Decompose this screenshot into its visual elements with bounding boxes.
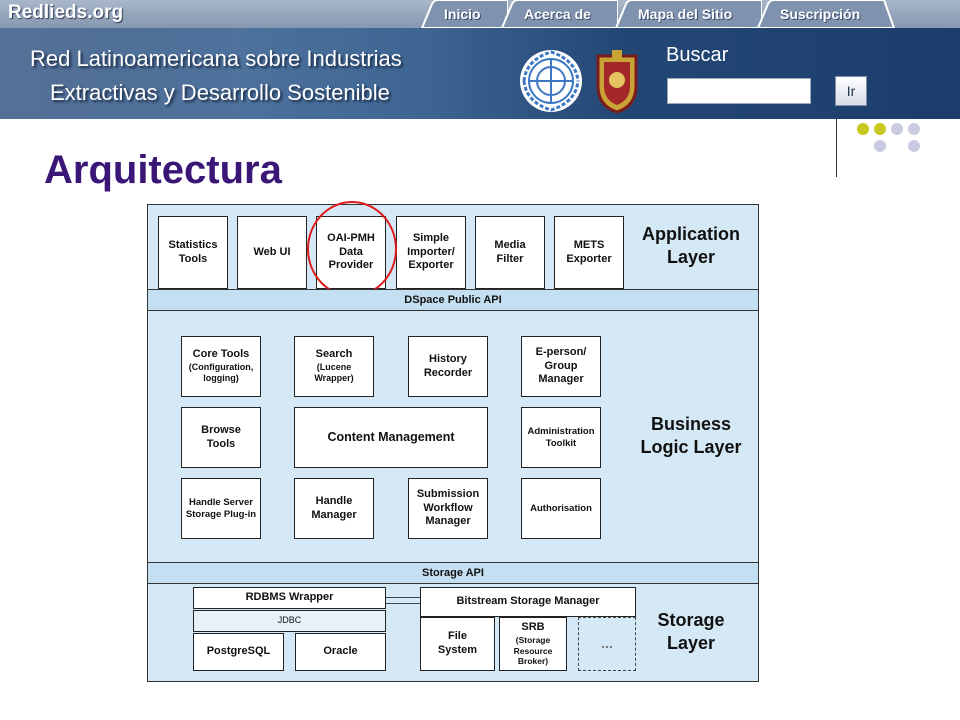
banner-photo	[0, 28, 470, 119]
search-label: Buscar	[666, 44, 729, 66]
search-box: Search (Lucene Wrapper)	[294, 336, 374, 397]
nav-tab-label: Acerca de	[524, 6, 591, 22]
storage-api-bar: Storage API	[148, 562, 758, 584]
jdbc-box: JDBC	[193, 610, 386, 632]
tab-shape-icon	[420, 0, 508, 28]
search-input[interactable]	[667, 78, 811, 104]
decor-dot	[874, 140, 886, 152]
browse-tools-box: Browse Tools	[181, 407, 261, 468]
banner-tagline-line1: Red Latinoamericana sobre Industrias	[30, 46, 402, 71]
more-storage-box: ...	[578, 617, 636, 671]
srb-box: SRB (Storage Resource Broker)	[499, 617, 567, 671]
handle-manager-box: Handle Manager	[294, 478, 374, 539]
connector-line	[386, 603, 420, 604]
eperson-group-box: E-person/ Group Manager	[521, 336, 601, 397]
decor-dot	[874, 123, 886, 135]
search-go-button[interactable]: Ir	[835, 76, 867, 106]
tab-shape-icon	[614, 0, 762, 28]
tab-shape-icon	[756, 0, 896, 28]
mets-exporter-box: METS Exporter	[554, 216, 624, 289]
core-tools-subtitle: (Configuration, logging)	[188, 362, 254, 384]
public-api-bar: DSpace Public API	[148, 289, 758, 311]
decor-dot	[908, 140, 920, 152]
tab-shape-icon	[500, 0, 618, 28]
slide-title: Arquitectura	[44, 148, 282, 192]
handle-server-box: Handle Server Storage Plug-in	[181, 478, 261, 539]
srb-title: SRB	[521, 621, 545, 634]
oracle-box: Oracle	[295, 633, 386, 671]
nav-tab-acerca[interactable]: Acerca de	[498, 0, 618, 28]
web-ui-box: Web UI	[237, 216, 307, 289]
search-subtitle: (Lucene Wrapper)	[314, 362, 354, 384]
decor-dot	[908, 123, 920, 135]
university-seal-icon	[596, 50, 638, 114]
search-title: Search	[315, 348, 353, 361]
submission-workflow-box: Submission Workflow Manager	[408, 478, 488, 539]
bitstream-storage-box: Bitstream Storage Manager	[420, 587, 636, 617]
nav-tab-suscripcion[interactable]: Suscripción	[754, 0, 904, 28]
content-management-box: Content Management	[294, 407, 488, 468]
media-filter-box: Media Filter	[475, 216, 545, 289]
core-tools-box: Core Tools (Configuration, logging)	[181, 336, 261, 397]
storage-layer-label: Storage Layer	[657, 610, 725, 654]
banner-tagline-line2: Extractivas y Desarrollo Sostenible	[50, 80, 390, 105]
administration-toolkit-box: Administration Toolkit	[521, 407, 601, 468]
nav-tab-label: Inicio	[444, 6, 481, 22]
core-tools-title: Core Tools	[192, 348, 250, 361]
rdbms-wrapper-box: RDBMS Wrapper	[193, 587, 386, 609]
business-layer-label: Business Logic Layer	[640, 414, 742, 458]
top-nav-bar: Redlieds.org Inicio Acerca de Mapa del S…	[0, 0, 960, 28]
authorisation-box: Authorisation	[521, 478, 601, 539]
file-system-box: File System	[420, 617, 495, 671]
un-emblem-icon	[520, 50, 582, 112]
divider-line	[836, 119, 837, 177]
connector-line	[386, 597, 420, 598]
site-logo[interactable]: Redlieds.org	[8, 2, 124, 23]
simple-importer-box: Simple Importer/ Exporter	[396, 216, 466, 289]
decor-dot	[891, 123, 903, 135]
statistics-tools-box: Statistics Tools	[158, 216, 228, 289]
decor-dot	[857, 123, 869, 135]
nav-tab-label: Suscripción	[780, 6, 861, 22]
nav-tab-mapa[interactable]: Mapa del Sitio	[612, 0, 762, 28]
history-recorder-box: History Recorder	[408, 336, 488, 397]
srb-subtitle: (Storage Resource Broker)	[513, 634, 553, 667]
application-layer-label: Application Layer	[642, 224, 740, 268]
postgresql-box: PostgreSQL	[193, 633, 284, 671]
nav-tab-inicio[interactable]: Inicio	[418, 0, 508, 28]
header-banner: Red Latinoamericana sobre Industrias Ext…	[0, 28, 960, 119]
highlight-circle	[307, 201, 397, 297]
architecture-diagram: Statistics Tools Web UI OAI-PMH Data Pro…	[147, 201, 759, 682]
nav-tab-label: Mapa del Sitio	[638, 6, 733, 22]
